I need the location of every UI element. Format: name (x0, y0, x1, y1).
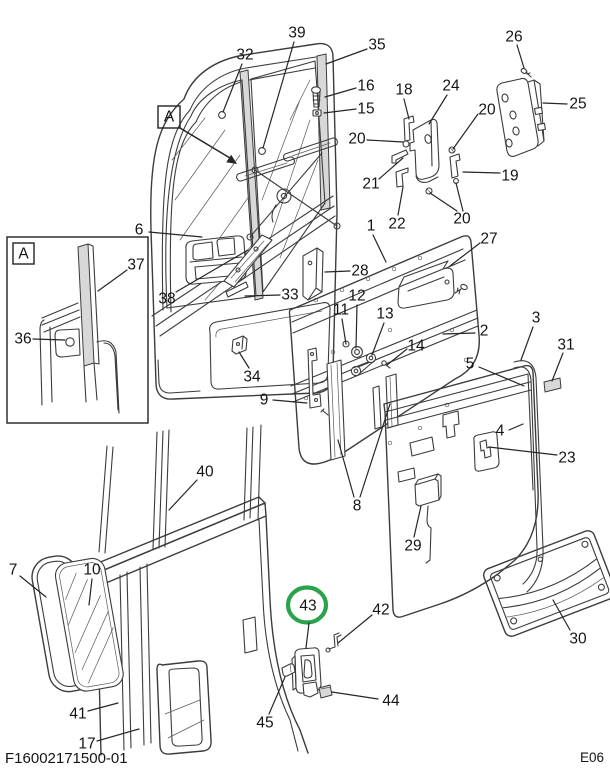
figure-number: F16002171500-01 (5, 750, 128, 767)
callout-29: 29 (404, 538, 421, 555)
callout-21: 21 (362, 176, 379, 193)
panel-holes (303, 255, 469, 446)
callout-20-bottom: 20 (453, 211, 471, 228)
callout-45: 45 (256, 715, 273, 732)
callout-33: 33 (281, 287, 298, 304)
callout-1: 1 (367, 218, 376, 235)
callout-7: 7 (9, 562, 18, 579)
clip-22 (395, 167, 409, 188)
callout-15: 15 (357, 101, 374, 118)
callout-26: 26 (505, 29, 522, 46)
upper-door-assembly (150, 42, 341, 400)
callout-43: 43 (299, 598, 316, 615)
callout-30: 30 (569, 631, 587, 648)
callout-31: 31 (557, 337, 574, 354)
screw-26 (520, 68, 532, 78)
callout-18: 18 (395, 82, 412, 99)
lower-door-shell (90, 424, 309, 756)
strap-block-29 (414, 473, 442, 564)
callout-3: 3 (532, 310, 541, 327)
lock-rod-rail (223, 234, 273, 298)
callout-4: 4 (496, 423, 505, 440)
callout-40: 40 (196, 464, 214, 481)
callout-8: 8 (353, 498, 362, 515)
hinge-strap-18 (402, 115, 415, 148)
view-marker-a: A (164, 109, 175, 126)
callout-24: 24 (442, 78, 460, 95)
detail-inset (6, 236, 149, 424)
hinge-plate-25 (496, 77, 547, 157)
callout-22: 22 (388, 216, 405, 233)
callout-27: 27 (480, 231, 497, 248)
screw-16 (311, 86, 321, 108)
view-marker-box (157, 105, 181, 129)
washers-20 (425, 146, 456, 195)
pull-pocket-30 (483, 530, 610, 637)
inset-marker-a: A (18, 246, 29, 263)
callout-20-left: 20 (348, 131, 366, 148)
lock-knob-parts (281, 632, 342, 699)
callout-5: 5 (466, 356, 475, 373)
handle-screw (454, 283, 468, 295)
callout-39: 39 (288, 25, 305, 42)
clip-21 (391, 149, 409, 164)
callout-23: 23 (558, 450, 575, 467)
callout-41: 41 (69, 706, 86, 723)
run-channel-37 (77, 243, 100, 403)
latch-retainer-23 (473, 431, 500, 472)
callout-16: 16 (357, 78, 374, 95)
callout-14: 14 (407, 338, 425, 355)
callout-19: 19 (501, 168, 518, 185)
glass-stop-bracket (231, 335, 248, 355)
lock-bracket-9 (307, 347, 329, 416)
bracket-36 (54, 328, 81, 358)
edge-strip-3 (513, 360, 544, 593)
callout-2: 2 (480, 323, 489, 340)
callout-13: 13 (376, 306, 393, 323)
callout-42: 42 (372, 602, 389, 619)
door-pull-handle-27 (397, 260, 455, 309)
set-screw-14 (381, 360, 391, 369)
door-pocket-opening (156, 660, 212, 755)
lock-housing-43 (291, 647, 322, 698)
regulator-crank-13 (350, 352, 377, 377)
window-glass (165, 60, 326, 309)
page-code: E06 (580, 750, 604, 765)
callout-9: 9 (260, 392, 269, 409)
callout-6: 6 (135, 222, 144, 239)
callout-labels: A A 1 2 3 4 5 6 7 8 9 10 11 12 13 14 15 … (9, 25, 587, 753)
glass-channels-8 (326, 359, 399, 461)
spacer-block-28 (302, 247, 324, 301)
hinge-parts (391, 68, 547, 195)
pin-45 (281, 663, 296, 677)
callout-11: 11 (333, 302, 349, 319)
clip-31 (543, 377, 562, 393)
callout-12: 12 (348, 288, 365, 305)
nut-15 (312, 109, 322, 117)
callout-17: 17 (78, 736, 95, 753)
callout-20-top: 20 (478, 102, 496, 119)
callout-38: 38 (158, 291, 175, 308)
highlight-ellipse (285, 585, 329, 625)
vent-glass (54, 557, 124, 692)
clip-44 (318, 684, 333, 699)
trim-panel-assembly (383, 360, 562, 618)
callout-44: 44 (382, 693, 400, 710)
detail-view-arrow (179, 127, 237, 164)
hinge-bracket-24 (409, 118, 440, 183)
callout-10: 10 (83, 562, 101, 579)
callout-32: 32 (236, 47, 253, 64)
callout-28: 28 (351, 263, 368, 280)
check-rod-19 (449, 153, 461, 184)
callout-37: 37 (127, 257, 144, 274)
inset-marker-box (12, 242, 35, 265)
callout-34: 34 (243, 369, 261, 386)
callout-36: 36 (14, 331, 31, 348)
callout-25: 25 (569, 96, 586, 113)
grommet-12 (351, 346, 363, 358)
window-regulator (236, 137, 341, 241)
callout-35: 35 (368, 37, 385, 54)
leader-lines (19, 41, 571, 742)
